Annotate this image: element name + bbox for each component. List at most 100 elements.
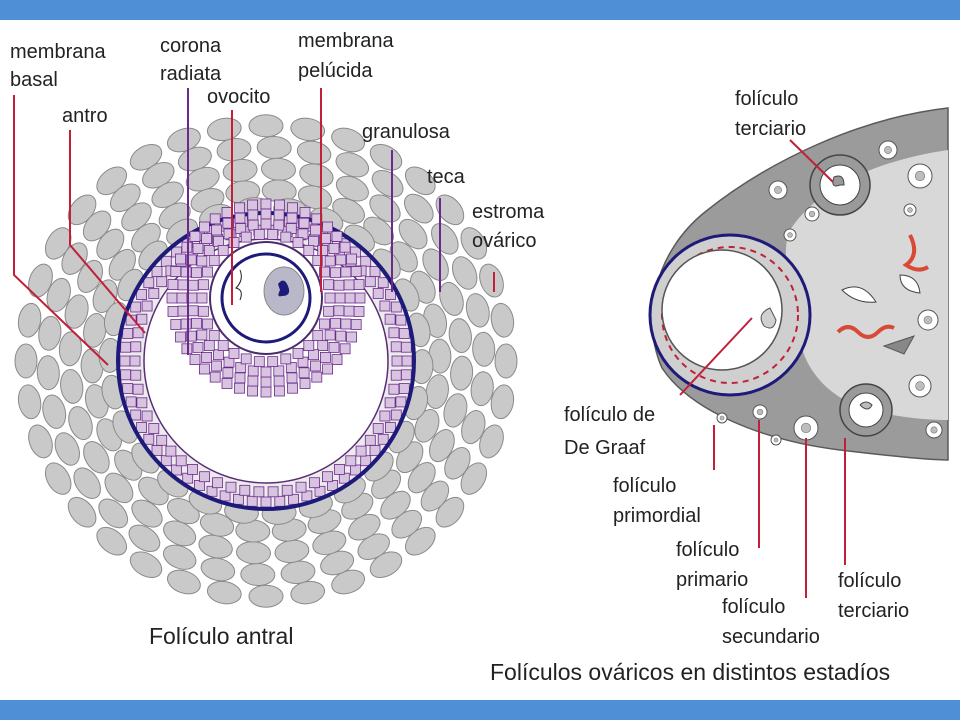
ovary <box>648 107 949 461</box>
cumulus-cell <box>339 343 351 355</box>
cumulus-cell <box>273 365 285 377</box>
granulosa-cell <box>151 266 163 278</box>
theca-cell <box>36 355 60 391</box>
cumulus-cell <box>333 305 345 317</box>
cumulus-cell <box>309 360 321 372</box>
cumulus-cell <box>343 279 355 291</box>
granulosa-cell <box>400 369 412 381</box>
label-antro: antro <box>62 105 108 127</box>
cumulus-cell <box>340 318 352 330</box>
cumulus-cell <box>331 354 343 366</box>
small-follicle-oocyte <box>719 415 725 421</box>
theca-cell <box>425 374 449 409</box>
cumulus-corona-layer <box>166 198 366 398</box>
cumulus-cell <box>192 341 204 353</box>
cumulus-cell <box>324 329 336 341</box>
granulosa-cell <box>130 301 142 313</box>
cumulus-cell <box>234 372 246 384</box>
granulosa-cell <box>160 255 172 267</box>
theca-cell <box>494 343 518 379</box>
cumulus-cell <box>177 279 189 291</box>
cumulus-cell <box>353 279 365 291</box>
label-terciario-bottom-2: terciario <box>838 600 909 622</box>
cumulus-cell <box>285 362 297 373</box>
theca-cell <box>407 462 436 494</box>
cumulus-cell <box>335 254 347 266</box>
small-follicles <box>716 140 943 446</box>
theca-cell <box>67 496 97 528</box>
theca-cell <box>335 152 370 178</box>
granulosa-cell <box>130 409 142 421</box>
cumulus-cell <box>287 202 298 214</box>
label-graaf-2: De Graaf <box>564 437 646 459</box>
theca-cell <box>470 371 494 407</box>
granulosa-cell <box>136 289 148 300</box>
cumulus-cell <box>247 209 259 221</box>
graafian-antrum <box>661 249 783 371</box>
granulosa-cell <box>141 410 153 422</box>
granulosa-cell <box>151 444 163 456</box>
cumulus-cell <box>234 212 246 224</box>
cumulus-cell <box>235 362 247 373</box>
granulosa-cell <box>132 327 144 339</box>
cumulus-cell <box>203 340 215 352</box>
cumulus-cell <box>202 266 213 278</box>
cumulus-cell <box>217 340 229 352</box>
theca-cell <box>490 384 515 420</box>
cumulus-cell <box>322 221 334 233</box>
right-leader-lines <box>679 139 846 598</box>
cumulus-cell <box>317 244 329 256</box>
nucleolus <box>278 280 290 297</box>
granulosa-cell <box>398 328 410 339</box>
theca-cell <box>44 462 72 495</box>
granulosa-cell <box>398 383 410 394</box>
cumulus-cell <box>189 230 201 242</box>
label-terciario-top-1: folículo <box>735 88 798 110</box>
cumulus-cell <box>180 266 192 278</box>
caption-foliculo-antral: Folículo antral <box>149 623 293 649</box>
label-primario-2: primario <box>676 569 748 591</box>
cumulus-cell <box>170 319 182 330</box>
ovary-medulla <box>785 150 948 420</box>
granulosa-cell <box>171 464 183 476</box>
cumulus-cell <box>323 305 335 317</box>
theca-cell <box>128 524 161 552</box>
theca-cell <box>479 424 504 459</box>
granulosa-cell <box>136 313 148 325</box>
cumulus-cell <box>344 292 356 304</box>
label-terciario-top-2: terciario <box>735 118 806 140</box>
label-terciario-bottom-1: folículo <box>838 570 901 592</box>
theca-cell <box>14 343 38 379</box>
theca-cell <box>68 406 93 441</box>
granulosa-cell <box>372 288 384 299</box>
cumulus-cell <box>192 243 204 255</box>
cumulus-cell <box>209 213 221 225</box>
cumulus-cell <box>292 347 304 359</box>
cumulus-cell <box>196 292 208 304</box>
cumulus-cell <box>319 318 330 330</box>
granulosa-cell <box>143 433 155 445</box>
cumulus-cell <box>285 223 297 234</box>
theca-cell <box>83 313 107 348</box>
theca-cell <box>369 144 403 171</box>
cumulus-cell <box>334 292 346 304</box>
small-follicle-oocyte <box>915 381 925 391</box>
granulosa-cell <box>400 341 412 353</box>
cumulus-cell <box>185 254 197 266</box>
granulosa-cell <box>274 495 286 507</box>
cumulus-cell <box>324 292 336 304</box>
granulosa-cell <box>122 328 134 339</box>
theca-cell <box>60 368 84 404</box>
granulosa-cell <box>379 410 391 422</box>
theca-cell <box>261 157 296 181</box>
cumulus-cell <box>260 198 272 210</box>
small-follicle-oocyte <box>774 186 782 194</box>
tertiary-top-antrum <box>819 164 861 206</box>
granulosa-cell <box>364 276 376 288</box>
cumulus-cell <box>319 351 331 363</box>
cumulus-cell <box>181 241 193 253</box>
label-teca: teca <box>427 166 466 188</box>
cumulus-cell <box>181 343 193 355</box>
granulosa-cell <box>301 490 313 502</box>
theca-cell <box>398 218 428 250</box>
